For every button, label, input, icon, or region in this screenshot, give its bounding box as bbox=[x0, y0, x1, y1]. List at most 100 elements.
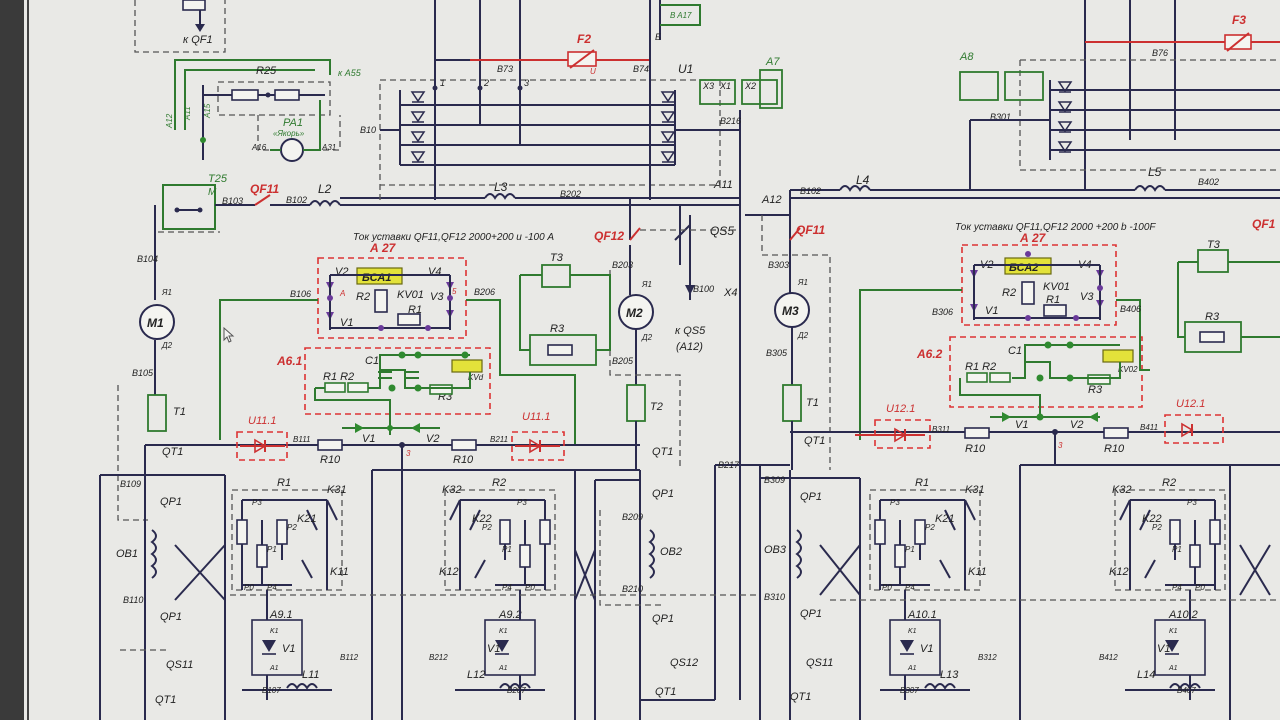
relay-label: K32 bbox=[442, 484, 462, 496]
label-qp1-e: QP1 bbox=[800, 491, 822, 503]
label-v2-row-r: V2 bbox=[1070, 419, 1083, 431]
label-b211: B211 bbox=[490, 435, 508, 444]
label-b106: B106 bbox=[290, 289, 311, 299]
diode-symbol bbox=[1057, 101, 1073, 113]
label-b310: B310 bbox=[764, 592, 785, 602]
diode-symbol bbox=[660, 91, 676, 103]
label-t2: T2 bbox=[650, 401, 663, 413]
label-b104: B104 bbox=[137, 254, 158, 264]
label-r2-a27r: R2 bbox=[1002, 287, 1016, 299]
relay-label: K21 bbox=[935, 513, 955, 525]
label-f2: F2 bbox=[577, 32, 591, 46]
label-qs11-right: QS11 bbox=[806, 657, 833, 669]
label-d2-m3: Д2 bbox=[797, 331, 809, 340]
label-b305: B305 bbox=[766, 348, 788, 358]
label-b73: B73 bbox=[497, 64, 513, 74]
label-r10-c: R10 bbox=[965, 443, 986, 455]
relay-label: P1 bbox=[502, 545, 512, 554]
relay-label: P0 bbox=[882, 583, 892, 592]
label-a16: A16 bbox=[251, 143, 267, 152]
main-bus: QF11 B103 L2 B102 L3 B202 A11 L4 L5 B402… bbox=[215, 110, 1280, 700]
label-d2-m2: Д2 bbox=[641, 333, 653, 342]
label-v2-a27l: V2 bbox=[335, 266, 348, 278]
relay-label: B207 bbox=[507, 686, 526, 695]
label-b406: B406 bbox=[1120, 304, 1141, 314]
label-b210: B210 bbox=[622, 584, 643, 594]
label-r10-a: R10 bbox=[320, 454, 341, 466]
relay-label: P0 bbox=[244, 583, 254, 592]
label-qp1-a: QP1 bbox=[160, 496, 182, 508]
diode-symbol bbox=[1057, 121, 1073, 133]
label-a27-left: А 27 bbox=[369, 241, 397, 255]
label-node-3-right: 3 bbox=[1058, 441, 1063, 450]
r10-row-left: U11.1 U11.1 R10 R10 B111 B211 V1 V2 3 QT… bbox=[145, 411, 673, 720]
label-b411: B411 bbox=[1140, 423, 1158, 432]
relay-label: P2 bbox=[925, 523, 935, 532]
label-qs5: QS5 bbox=[710, 224, 734, 238]
qf12-qs5: QF12 QS5 B100 X4 к QS5 (A12) bbox=[594, 198, 740, 353]
relay-label: K1 bbox=[1169, 628, 1178, 635]
label-phase-3: 3 bbox=[524, 78, 529, 88]
label-b109: B109 bbox=[120, 479, 141, 489]
relay-label: P4 bbox=[905, 583, 915, 592]
label-a12v: A12 bbox=[165, 113, 174, 129]
label-b102-right: B102 bbox=[800, 186, 821, 196]
label-tok-ustavki-right: Ток уставки QF11,QF12 2000 +200 b -100F bbox=[955, 222, 1156, 233]
label-phase-2: 2 bbox=[483, 78, 489, 88]
relay-label: V1 bbox=[282, 643, 295, 655]
label-a12-paren: (A12) bbox=[676, 341, 703, 353]
label-t3-left: T3 bbox=[550, 252, 564, 264]
label-v3-a27r: V3 bbox=[1080, 291, 1094, 303]
label-b202: B202 bbox=[560, 189, 581, 199]
lower-left: B109 QP1 OB1 B110 QP1 QS11 QT1 bbox=[99, 445, 226, 720]
label-a11v: A11 bbox=[183, 106, 192, 121]
relay-label: P1 bbox=[267, 545, 277, 554]
rectifier-u2-diodes bbox=[1057, 81, 1073, 153]
rectifier-u1: 1 2 3 F2 U B73 B74 U1 B A17 Б B10 B216 bbox=[360, 0, 741, 200]
label-qp1-d: QP1 bbox=[652, 613, 674, 625]
relay-label: B307 bbox=[900, 686, 919, 695]
label-a11: A11 bbox=[713, 179, 733, 191]
label-v1-row-r: V1 bbox=[1015, 419, 1028, 431]
label-u12-1-left: U12.1 bbox=[886, 403, 915, 415]
label-b309: B309 bbox=[764, 475, 785, 485]
relay-label: A1 bbox=[269, 665, 279, 672]
label-kvd: KVd bbox=[468, 373, 484, 382]
label-t1-right: T1 bbox=[806, 397, 819, 409]
diode-symbol bbox=[410, 91, 426, 103]
lower-right: B309 QP1 OB3 B310 QP1 QS11 QT1 bbox=[759, 464, 1280, 720]
lower-mid: QP1 B209 OB2 B210 QP1 QS12 QT1 B217 bbox=[371, 460, 790, 720]
relay-label: P3 bbox=[890, 498, 900, 507]
label-qt1-c: QT1 bbox=[804, 435, 825, 447]
label-x3: X3 bbox=[702, 81, 714, 91]
relay-label: B112 bbox=[340, 653, 359, 662]
relay-label: A1 bbox=[1168, 665, 1178, 672]
relay-label: R1 bbox=[277, 477, 291, 489]
label-b102-left: B102 bbox=[286, 195, 307, 205]
label-bsa2: БСА2 bbox=[1009, 262, 1038, 274]
relay-label: R2 bbox=[492, 477, 506, 489]
t3-r3-right: T3 R3 QF1 bbox=[1177, 217, 1280, 353]
relay-label: V1 bbox=[920, 643, 933, 655]
relay-label: R1 bbox=[915, 477, 929, 489]
relay-label: K1 bbox=[499, 628, 508, 635]
block-a6-2: А6.2 C1 R1 R2 R3 KV02 bbox=[916, 336, 1143, 420]
label-b216: B216 bbox=[720, 116, 741, 126]
label-qt1-a: QT1 bbox=[162, 446, 183, 458]
t25-shunt: T25 M bbox=[154, 173, 228, 233]
diode-symbol bbox=[660, 111, 676, 123]
label-b306: B306 bbox=[932, 307, 953, 317]
label-x4: X4 bbox=[723, 287, 737, 299]
label-r1r2-a62: R1 R2 bbox=[965, 361, 996, 373]
relay-label: K1 bbox=[270, 628, 279, 635]
label-b105: B105 bbox=[132, 368, 154, 378]
label-ob3: OB3 bbox=[764, 544, 787, 556]
label-kqs5: к QS5 bbox=[675, 325, 706, 337]
relay-label: P4 bbox=[502, 583, 512, 592]
label-b311: B311 bbox=[932, 425, 950, 434]
relay-label: P4 bbox=[1172, 583, 1182, 592]
label-u-f2: U bbox=[590, 67, 596, 76]
label-5-left: 5 bbox=[452, 287, 457, 296]
label-t25: T25 bbox=[208, 173, 228, 185]
label-qp1-c: QP1 bbox=[652, 488, 674, 500]
